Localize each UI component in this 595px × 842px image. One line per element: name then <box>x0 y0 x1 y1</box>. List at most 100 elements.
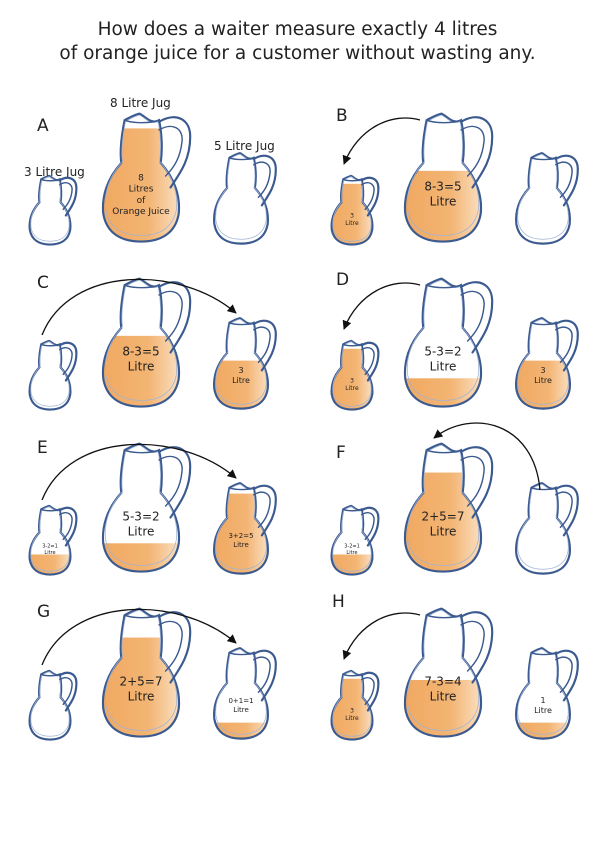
jug-outline <box>28 669 72 741</box>
pour-arrow <box>342 282 421 330</box>
jug-label-line: Litre <box>44 550 55 556</box>
jug-handle <box>252 319 277 372</box>
jug-rim <box>342 673 362 677</box>
jug-rim <box>229 322 255 326</box>
jug-inner-outline <box>517 483 569 570</box>
jug-label-line: 8 <box>138 173 144 183</box>
jug-handle <box>459 281 494 354</box>
jug-outline <box>515 152 571 245</box>
step-letter: B <box>336 106 348 126</box>
pour-arrow <box>433 422 541 491</box>
jug-inner-outline <box>30 506 70 572</box>
jug-inner-outline <box>215 483 267 570</box>
step-letter: A <box>37 116 49 136</box>
jug-label-line: Litre <box>345 385 359 392</box>
jug-rim <box>40 673 60 677</box>
jug-label-line: Litre <box>534 376 552 385</box>
jug-handle-inner <box>555 656 573 693</box>
jug-label-line: Litre <box>534 706 552 715</box>
jug-handle-inner <box>460 290 485 342</box>
jug-rim <box>40 178 60 182</box>
jug-label-line: Litre <box>430 195 457 209</box>
jug-rim <box>124 119 160 124</box>
step-letter: H <box>332 592 345 612</box>
jug-handle-inner <box>360 347 375 376</box>
jug-handle <box>360 671 380 712</box>
jug-label-line: Litre <box>233 706 249 714</box>
jug-handle <box>554 154 579 207</box>
jug-inner-outline <box>332 341 372 407</box>
jug-inner-outline <box>215 318 267 405</box>
jug-label-line: 5-3=2 <box>122 510 159 524</box>
jug-5-litre <box>515 647 579 740</box>
pour-arrow <box>342 612 421 660</box>
jug-label-line: Litre <box>345 715 359 722</box>
jug-5-litre <box>213 647 277 740</box>
jug-5-litre <box>515 482 579 575</box>
jug-inner-outline <box>332 506 372 572</box>
jug-rim <box>531 652 557 656</box>
jug-8-litre <box>403 442 494 573</box>
jug-label-line: Litres <box>129 185 154 195</box>
jug-rim <box>531 487 557 491</box>
jug-label-line: 3 <box>350 212 354 219</box>
jug-rim <box>124 614 160 619</box>
jug-handle-inner <box>555 491 573 528</box>
juice-level <box>404 679 482 737</box>
jug-3-litre <box>28 669 78 741</box>
jug-3-litre <box>28 504 78 576</box>
step-letter: D <box>336 270 349 290</box>
jug-8-litre <box>101 112 192 243</box>
juice-level <box>516 722 570 739</box>
step-letter: G <box>37 602 50 622</box>
jug-rim <box>229 652 255 656</box>
jug-handle-inner <box>460 125 485 177</box>
jug-handle <box>252 154 277 207</box>
jug-3-litre <box>330 339 380 411</box>
jug-handle-inner <box>253 326 271 363</box>
jug-label-line: 8-3=5 <box>424 180 461 194</box>
jug-rim <box>531 322 557 326</box>
jug-8-litre <box>403 277 494 408</box>
jug-label-line: 3+2=5 <box>228 532 253 540</box>
pour-arrow <box>342 117 421 165</box>
jug-3-litre <box>28 174 78 246</box>
jug-handle <box>360 506 380 547</box>
jug-label-line: 3-2=1 <box>344 544 360 550</box>
jug-inner-outline <box>104 279 178 401</box>
jug-label-line: Litre <box>346 550 357 556</box>
jug-label-line: Litre <box>345 220 359 227</box>
jug-rim <box>342 343 362 347</box>
juice-level <box>331 554 373 575</box>
jug-handle-inner <box>460 620 485 672</box>
jug-label-line: Orange Juice <box>112 207 170 217</box>
jug-8-litre <box>403 112 494 243</box>
jug-handle <box>58 341 78 382</box>
jug-5-litre <box>213 482 277 575</box>
step-letter: E <box>37 438 48 458</box>
jug-label-line: 5-3=2 <box>424 345 461 359</box>
jug-inner-outline <box>517 318 569 405</box>
juice-level <box>102 335 180 407</box>
jug-inner-outline <box>215 153 267 240</box>
jug-handle-inner <box>58 677 73 706</box>
jug-label-line: Litre <box>233 541 249 549</box>
juice-level <box>214 360 268 409</box>
jug-label-line: 2+5=7 <box>421 510 464 524</box>
jug-rim <box>124 449 160 454</box>
jug-label-line: 3 <box>540 366 545 375</box>
jug-handle <box>554 319 579 372</box>
jug-inner-outline <box>517 153 569 240</box>
jug-rim <box>426 119 462 124</box>
jug-handle-inner <box>158 125 183 177</box>
